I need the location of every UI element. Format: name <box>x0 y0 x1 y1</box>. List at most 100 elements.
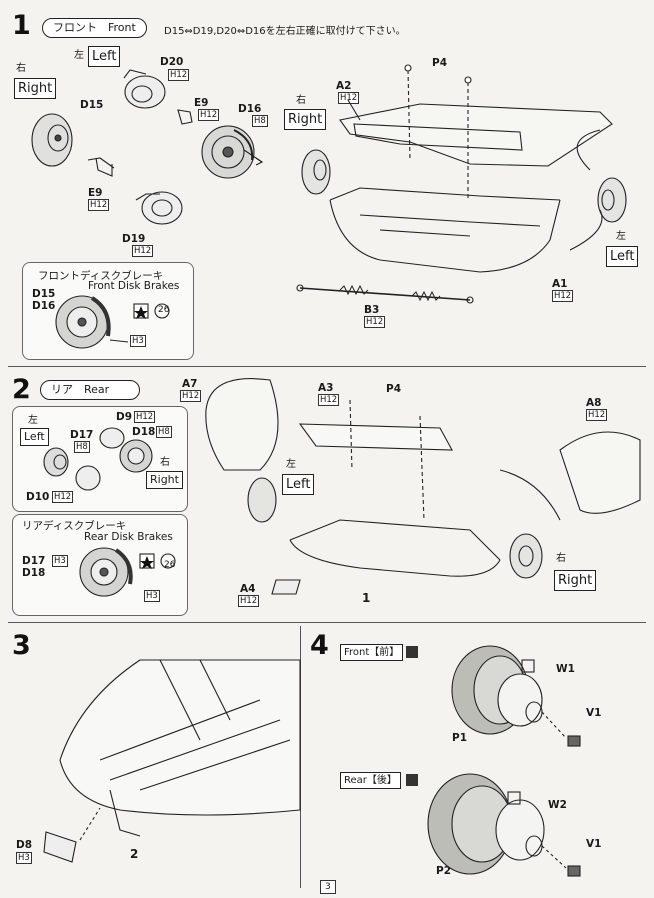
part-d20-label: D20 <box>160 56 184 68</box>
right-jp-label-4: 右 <box>556 553 566 564</box>
part-d9-label: D9 <box>116 411 133 423</box>
front-inset-h3: H3 <box>130 335 146 347</box>
part-e9-bottom-sub: H12 <box>88 199 110 211</box>
part-d16-sub: H8 <box>252 115 268 127</box>
rear-tag: Rear【後】 <box>340 772 401 789</box>
part-e9-top-sub: H12 <box>198 109 220 121</box>
front-brake-inset-drawing <box>55 295 170 349</box>
page-number: 3 <box>320 880 336 894</box>
right-box-label-2: Right <box>284 109 327 130</box>
rear-disk-brakes-title-en: Rear Disk Brakes <box>84 531 173 543</box>
part-a2-label: A2 <box>336 80 352 92</box>
left-jp-label-3: 左 <box>28 415 38 426</box>
part-p4-label-2: P4 <box>386 383 402 395</box>
front-inset-part-b: D16 <box>32 300 56 312</box>
part-w1-label: W1 <box>556 663 575 675</box>
part-d9-sub: H12 <box>134 411 156 423</box>
left-jp-label-4: 左 <box>286 459 296 470</box>
left-jp-label: 左 <box>74 50 84 61</box>
rear-chassis-drawing <box>205 378 641 595</box>
rear-brake-inset-drawing <box>79 547 176 597</box>
rear-hub-parts-drawing <box>43 427 153 491</box>
rear-inset-part-a-sub: H3 <box>52 555 68 567</box>
part-a4-label: A4 <box>240 583 256 595</box>
part-d18-label: D18 <box>132 426 156 438</box>
part-p4-label: P4 <box>432 57 448 69</box>
rear-inset-paint-number: 26 <box>164 560 176 570</box>
part-a1-label: A1 <box>552 278 568 290</box>
left-box-label: Left <box>88 46 121 67</box>
part-a8-sub: H12 <box>586 409 608 421</box>
front-chassis-drawing <box>296 64 627 304</box>
step-2-callout-1: 1 <box>362 591 371 605</box>
part-a1-sub: H12 <box>552 290 574 302</box>
front-upright-bottom-drawing <box>135 191 183 225</box>
part-b3-label: B3 <box>364 304 380 316</box>
front-tire-drawing <box>451 645 581 747</box>
part-a3-label: A3 <box>318 382 334 394</box>
right-box-label-3: Right <box>146 471 183 489</box>
front-disk-brakes-inset <box>22 262 194 360</box>
rear-inset-part-a: D17 <box>22 555 46 567</box>
left-jp-label-2: 左 <box>616 231 626 242</box>
step-3-number: 3 <box>12 630 31 661</box>
front-disk-brakes-title-en: Front Disk Brakes <box>88 280 180 292</box>
right-jp-label: 右 <box>16 63 26 74</box>
front-disk-brakes-title-jp: フロントディスクブレーキ <box>38 270 164 282</box>
rear-tire-drawing <box>427 773 581 877</box>
step-1-title: フロント Front <box>42 18 147 38</box>
front-inset-part-a: D15 <box>32 288 56 300</box>
front-disc-drawing <box>201 125 264 179</box>
divider-step1-step2 <box>8 366 646 367</box>
step-3-callout-2: 2 <box>130 847 139 861</box>
part-e9-top-label: E9 <box>194 97 209 109</box>
part-v1-label-front: V1 <box>586 707 602 719</box>
part-d10-label: D10 <box>26 491 50 503</box>
part-p1-label: P1 <box>452 732 468 744</box>
part-d20-sub: H12 <box>168 69 190 81</box>
divider-step2-step3 <box>8 622 646 623</box>
part-a7-sub: H12 <box>180 390 202 402</box>
right-box-label-4: Right <box>554 570 597 591</box>
part-p2-label: P2 <box>436 865 452 877</box>
part-w2-label: W2 <box>548 799 567 811</box>
part-v1-label-rear: V1 <box>586 838 602 850</box>
rear-inset-part-b: D18 <box>22 567 46 579</box>
step-4-number: 4 <box>310 630 329 661</box>
part-d10-sub: H12 <box>52 491 74 503</box>
part-d19-sub: H12 <box>132 245 154 257</box>
part-e9-bottom-label: E9 <box>88 187 103 199</box>
front-hub-right-drawing <box>31 113 115 177</box>
part-d18-sub: H8 <box>156 426 172 438</box>
right-jp-label-2: 右 <box>296 95 306 106</box>
part-a4-sub: H12 <box>238 595 260 607</box>
front-tag: Front【前】 <box>340 644 404 661</box>
step-1-note: D15⇔D19,D20⇔D16を左右正確に取付けて下さい。 <box>164 26 406 37</box>
part-a2-sub: H12 <box>338 92 360 104</box>
left-box-label-3: Left <box>20 428 49 446</box>
part-a7-label: A7 <box>182 378 198 390</box>
part-a8-label: A8 <box>586 397 602 409</box>
part-d17-sub: H8 <box>74 441 90 453</box>
part-d19-label: D19 <box>122 233 146 245</box>
part-d15-label: D15 <box>80 99 104 111</box>
left-box-label-4: Left <box>282 474 315 495</box>
right-box-label: Right <box>14 78 57 99</box>
rear-inset-h3: H3 <box>144 590 160 602</box>
front-inset-paint-number: 26 <box>158 305 170 315</box>
part-d8-sub: H3 <box>16 852 32 864</box>
step-2-title: リア Rear <box>40 380 141 400</box>
rear-parts-inset <box>12 406 188 512</box>
front-upright-left-drawing <box>123 69 193 125</box>
part-d8-label: D8 <box>16 839 33 851</box>
rear-disk-brakes-title-jp: リアディスクブレーキ <box>22 520 127 532</box>
step-4-icons <box>406 646 535 805</box>
step-1-number: 1 <box>12 10 31 41</box>
part-a3-sub: H12 <box>318 394 340 406</box>
part-b3-sub: H12 <box>364 316 386 328</box>
left-box-label-2: Left <box>606 246 639 267</box>
part-d17-label: D17 <box>70 429 94 441</box>
step-2-number: 2 <box>12 374 31 405</box>
